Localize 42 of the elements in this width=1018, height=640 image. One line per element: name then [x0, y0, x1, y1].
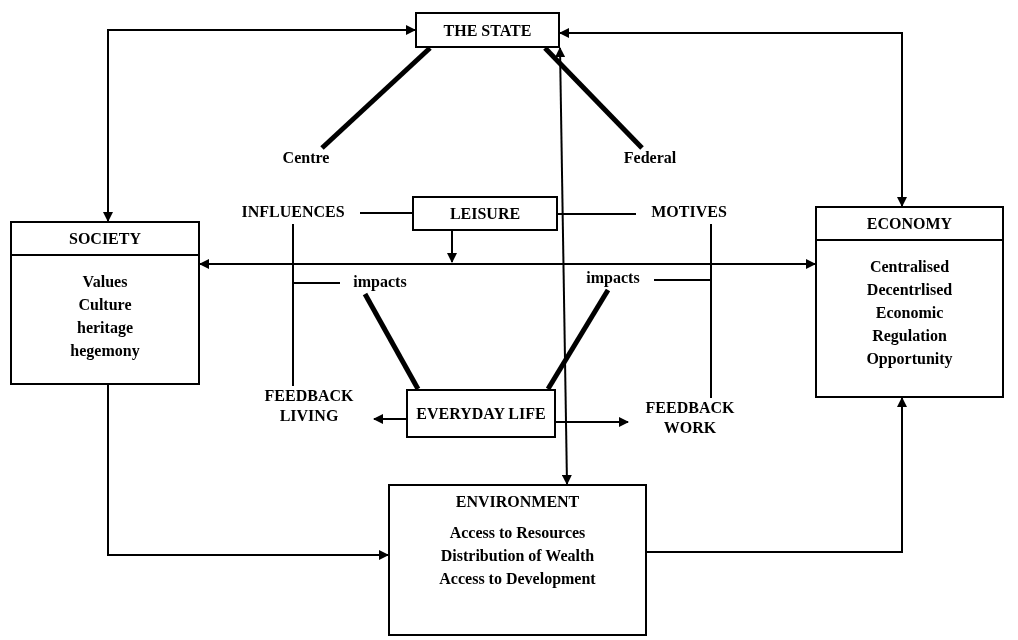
arrow: [555, 417, 629, 427]
connector-line: [362, 292, 421, 391]
arrow: [107, 384, 389, 560]
connector-line: [557, 213, 637, 215]
arrow: [103, 25, 416, 222]
connector-line: [292, 223, 294, 387]
connector-line: [543, 46, 644, 150]
text-box: [406, 389, 556, 438]
text-label: MOTIVES: [650, 202, 728, 222]
text-label: impacts: [352, 272, 408, 292]
text-label: Centre: [281, 148, 331, 168]
connector-line: [293, 282, 341, 284]
connector-line: [653, 279, 711, 281]
connector-line: [320, 46, 432, 150]
text-label: FEEDBACK LIVING: [263, 386, 355, 426]
arrow: [373, 414, 407, 424]
box-body-text: Values Culture heritage hegemony: [69, 272, 141, 362]
text-label: Federal: [622, 148, 678, 168]
box-body-text: Access to Resources Distribution of Wealth Access to Development: [438, 523, 597, 590]
text-label: INFLUENCES: [240, 202, 346, 222]
connector-line: [359, 212, 413, 214]
box-heading: SOCIETY: [12, 223, 198, 256]
box-heading: ECONOMY: [817, 208, 1002, 241]
connector-line: [545, 288, 611, 391]
box-label: EVERYDAY LIFE: [415, 404, 547, 423]
box-label: THE STATE: [442, 20, 533, 40]
text-label: FEEDBACK WORK: [644, 398, 736, 438]
box-label: LEISURE: [448, 204, 522, 223]
box-heading: ENVIRONMENT: [454, 492, 581, 512]
text-box: [412, 196, 558, 231]
arrow: [646, 397, 907, 553]
text-box: [388, 484, 647, 636]
box-body-text: Centralised Decentrlised Economic Regulation Opportunity: [865, 257, 954, 370]
arrow: [199, 259, 816, 269]
arrow: [447, 230, 457, 263]
text-box: [815, 206, 1004, 398]
text-box: [415, 12, 560, 48]
text-box: [10, 221, 200, 385]
arrow: [559, 28, 907, 207]
connector-line: [710, 223, 712, 399]
arrow: [555, 47, 572, 485]
text-label: impacts: [585, 268, 641, 288]
